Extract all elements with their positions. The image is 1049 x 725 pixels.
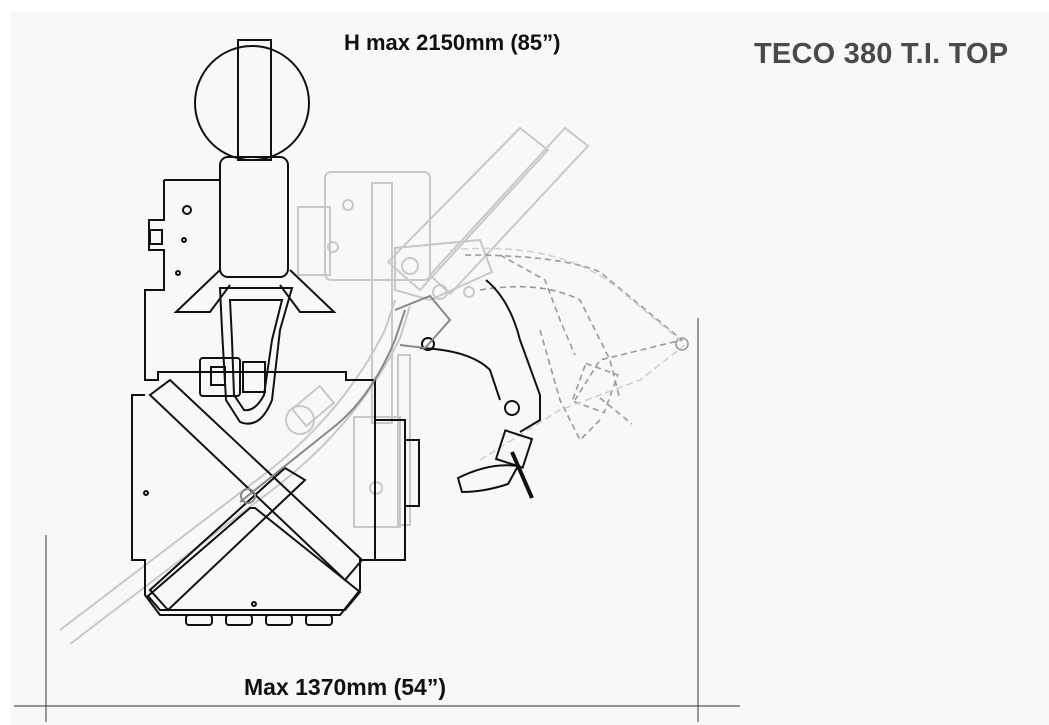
ghost-diagonal-arm-2 [428,126,590,296]
center-bowl [218,287,294,425]
ghost-tilted-column [59,126,590,645]
side-hole-2 [181,237,187,243]
dashed-arm-light [449,247,681,341]
cabinet-rivet [143,490,149,496]
column-housing [219,156,289,278]
side-clip [149,229,163,245]
model-name-label: TECO 380 T.I. TOP [754,38,1009,70]
ghost-pivot-3 [463,286,475,298]
bead-breaker-blade [456,464,520,494]
ghost-diagonal-arm [386,126,550,292]
ghost-vertical-column [371,182,393,424]
foot-2 [225,614,253,626]
dashed-arm-positions [464,254,689,442]
machine-body [131,39,420,626]
x-brace-3 [146,507,362,611]
clamp-inner [210,366,226,386]
ghost-tube-wheel [285,405,315,435]
ghost-plate-left [297,206,331,276]
ghost-bolt-2 [327,241,339,253]
tilted-column-pivot [240,488,256,504]
ghost-column-housing [324,171,431,281]
dashed-arm-4 [499,254,576,356]
bead-breaker [419,279,541,499]
left-side-plate [144,179,220,380]
top-reel [194,45,310,161]
width-dimension-label: Max 1370mm (54”) [244,674,446,700]
tilted-column [239,294,452,504]
x-brace-1 [148,378,364,582]
ghost-pivot-2 [432,284,448,300]
dashed-end-pivot [675,337,689,351]
right-side-panel [404,439,420,507]
clamp-side [242,361,266,393]
foot-1 [185,614,213,626]
bead-breaker-link [419,347,501,401]
center-bowl-inner [228,299,284,412]
bead-breaker-head [494,429,534,469]
bead-breaker-arm [485,279,541,433]
height-dimension-label: H max 2150mm (85”) [344,30,561,55]
bead-breaker-pivot [421,337,435,351]
ghost-bolt [342,199,354,211]
clamp-block [199,357,241,397]
dimension-lines [14,318,740,722]
bead-breaker-pivot-2 [504,400,520,416]
shoulder-wing-left [173,269,231,313]
cabinet-outline [131,290,376,616]
dashed-arm-3 [539,329,601,442]
cabinet-right-edge [374,380,406,561]
cabinet-rivet-2 [251,601,257,607]
side-hole-3 [175,270,181,276]
bead-breaker-lever [510,451,534,499]
dashed-head [571,362,619,414]
dashed-arm-1 [464,254,684,401]
ghost-dash-light [449,247,686,461]
dashed-arm-light-2 [479,344,686,461]
top-column [237,39,272,161]
foot-4 [305,614,333,626]
x-brace-2 [148,466,307,612]
ghost-lower-box [353,416,401,528]
tilted-column-arm [394,294,452,350]
ghost-arm-head [394,238,494,302]
foot-3 [265,614,293,626]
dashed-lever [599,397,633,425]
ghost-long-tube [59,299,396,631]
ghost-long-tube-edge [69,305,411,645]
ghost-pivot [401,257,419,275]
ghost-tube-clamp [290,384,336,428]
tilted-column-main [239,309,406,503]
dashed-arm-2 [479,285,621,401]
side-hole [182,205,192,215]
